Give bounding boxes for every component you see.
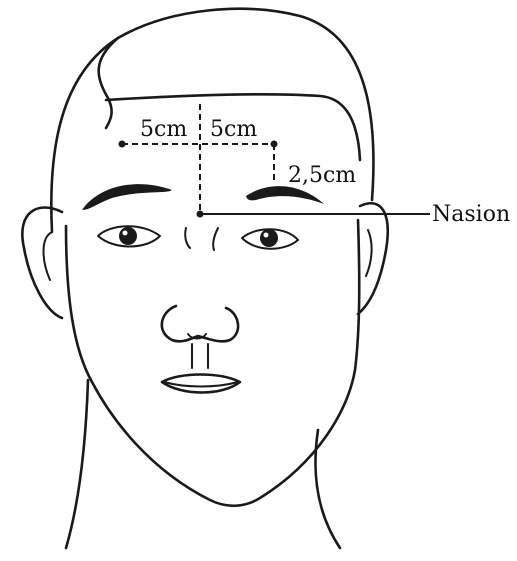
mouth: [162, 375, 240, 393]
left-distance-label: 5cm: [140, 117, 187, 142]
nose-bridge-marks: [185, 228, 218, 250]
nose: [162, 306, 238, 341]
left-measure-point: [119, 141, 126, 148]
vertical-distance-label: 2,5cm: [288, 163, 356, 188]
right-measure-point: [271, 141, 278, 148]
right-distance-label: 5cm: [210, 117, 257, 142]
eyes: [98, 226, 298, 249]
labels: 5cm 5cm 2,5cm Nasion: [140, 117, 510, 227]
nasion-label: Nasion: [432, 202, 510, 227]
philtrum: [192, 344, 208, 368]
